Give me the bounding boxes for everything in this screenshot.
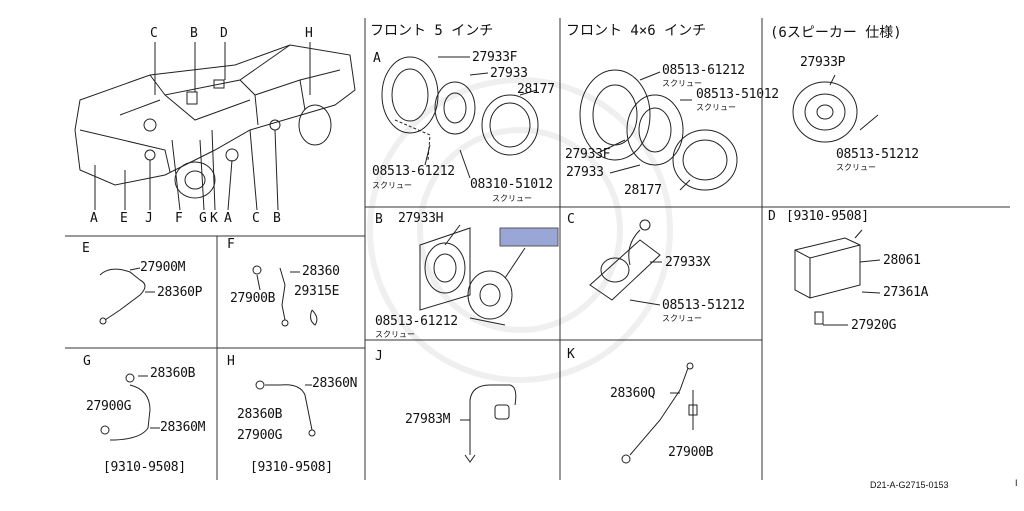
- header-six-speaker: (6スピーカー 仕様): [770, 25, 902, 41]
- part-08310-51012: 08310-51012: [470, 177, 553, 192]
- panel-g-range: [9310-9508]: [103, 460, 186, 475]
- part-08513-51212: 08513-51212: [662, 298, 745, 313]
- part-27900g: 27900G: [86, 399, 132, 414]
- truck-label-f: F: [175, 211, 183, 226]
- truck-label-g: G: [199, 211, 207, 226]
- part-28360m: 28360M: [160, 420, 206, 435]
- part-08513-61212: 08513-61212: [662, 63, 745, 78]
- part-28177: 28177: [517, 82, 555, 97]
- part-27900b: 27900B: [230, 291, 276, 306]
- part-27361a: 27361A: [883, 285, 929, 300]
- panel-b-drawing: [419, 224, 526, 326]
- truck-label-c: C: [252, 211, 260, 226]
- panel-k-drawing: [621, 362, 698, 464]
- part-27933p: 27933P: [800, 55, 846, 70]
- diagram-code: D21-A-G2715-0153: [870, 480, 949, 490]
- screw-note: スクリュー: [375, 330, 415, 339]
- part-27933f: 27933F: [472, 50, 518, 65]
- truck-label-b-top: B: [190, 26, 198, 41]
- part-27983m: 27983M: [405, 412, 451, 427]
- part-08513-61212: 08513-61212: [375, 314, 458, 329]
- part-08513-51012: 08513-51012: [696, 87, 779, 102]
- panel-letter-a: A: [373, 51, 381, 66]
- part-28177: 28177: [624, 183, 662, 198]
- panel-letter-c: C: [567, 212, 575, 227]
- panel-letter-k: K: [567, 347, 575, 362]
- part-27900g: 27900G: [237, 428, 283, 443]
- part-28061: 28061: [883, 253, 921, 268]
- panel-h-drawing: [255, 380, 316, 437]
- truck-label-b: B: [273, 211, 281, 226]
- part-28360p: 28360P: [157, 285, 203, 300]
- part-08513-51212: 08513-51212: [836, 147, 919, 162]
- truck-label-k: K: [210, 211, 218, 226]
- screw-note: スクリュー: [696, 103, 736, 112]
- panel-6sp-drawing: [792, 74, 879, 143]
- panel-h-range: [9310-9508]: [250, 460, 333, 475]
- part-27900b: 27900B: [668, 445, 714, 460]
- part-27933x: 27933X: [665, 255, 711, 270]
- screw-note: スクリュー: [372, 181, 412, 190]
- highlight-box: [499, 227, 559, 247]
- panel-f-drawing: [252, 265, 318, 327]
- watermark: [367, 77, 673, 383]
- panel-letter-h: H: [227, 354, 235, 369]
- panel-46-drawing: [579, 69, 738, 191]
- header-front-4x6-inch: フロント 4×6 インチ: [566, 23, 707, 39]
- screw-note: スクリュー: [662, 314, 702, 323]
- panel-grid: [65, 18, 1010, 480]
- panel-e-drawing: [99, 267, 155, 325]
- part-28360b: 28360B: [237, 407, 283, 422]
- panel-d-range: [9310-9508]: [786, 209, 869, 224]
- part-29315e: 29315E: [294, 284, 340, 299]
- panel-j-drawing: [460, 384, 517, 463]
- header-front-5-inch: フロント 5 インチ: [370, 23, 494, 39]
- part-27900m: 27900M: [140, 260, 186, 275]
- panel-letter-j: J: [375, 349, 383, 364]
- truck-label-a2: A: [224, 211, 232, 226]
- truck-label-a: A: [90, 211, 98, 226]
- part-27920g: 27920G: [851, 318, 897, 333]
- truck-label-h-top: H: [305, 26, 313, 41]
- part-27933: 27933: [490, 66, 528, 81]
- part-28360q: 28360Q: [610, 386, 656, 401]
- part-28360: 28360: [302, 264, 340, 279]
- part-27933h: 27933H: [398, 211, 444, 226]
- screw-note: スクリュー: [662, 79, 702, 88]
- truck-label-c-top: C: [150, 26, 158, 41]
- panel-c-drawing: [589, 219, 662, 306]
- panel-g-drawing: [100, 373, 160, 441]
- panel-letter-d: D: [768, 209, 776, 224]
- page-mark: I: [1015, 478, 1018, 488]
- part-28360b: 28360B: [150, 366, 196, 381]
- panel-d-drawing: [794, 229, 881, 326]
- truck-label-j: J: [145, 211, 153, 226]
- truck-label-d-top: D: [220, 26, 228, 41]
- panel-letter-b: B: [375, 212, 383, 227]
- part-08513-61212: 08513-61212: [372, 164, 455, 179]
- panel-letter-g: G: [83, 354, 91, 369]
- truck-illustration: [74, 42, 356, 211]
- panel-letter-e: E: [82, 241, 90, 256]
- truck-label-e: E: [120, 211, 128, 226]
- part-27933f: 27933F: [565, 147, 611, 162]
- part-28360n: 28360N: [312, 376, 358, 391]
- screw-note: スクリュー: [492, 194, 532, 203]
- panel-a-drawing: [381, 56, 539, 179]
- part-27933: 27933: [566, 165, 604, 180]
- panel-letter-f: F: [227, 237, 235, 252]
- screw-note: スクリュー: [836, 163, 876, 172]
